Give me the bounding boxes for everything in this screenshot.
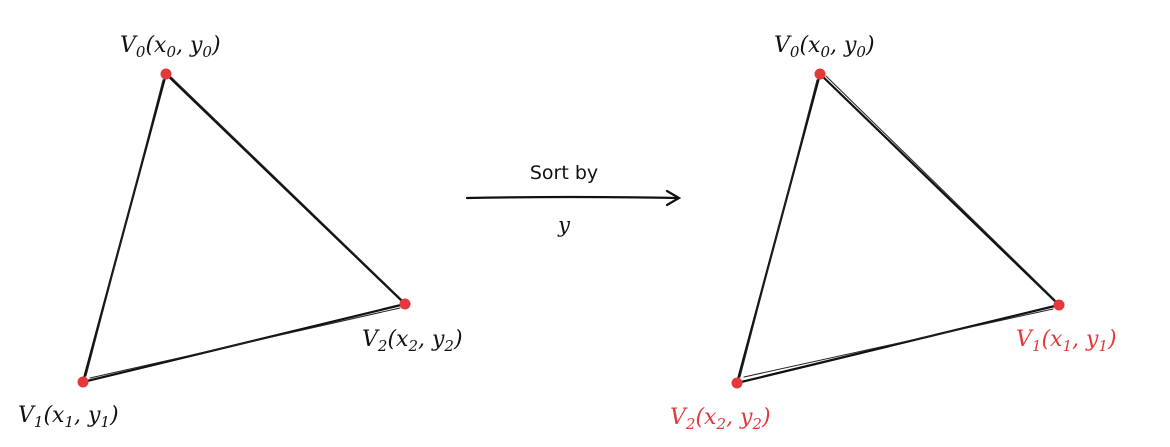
left-triangle: V0(x0, y0) V1(x1, y1) V2(x2, y2) (18, 33, 463, 431)
left-label-v0: V0(x0, y0) (120, 33, 221, 61)
right-vertex-v0 (814, 68, 826, 80)
right-vertex-v2 (731, 377, 743, 389)
right-edge-v0-v2-sketch (739, 79, 818, 378)
right-edge-v1-v2 (735, 303, 1061, 385)
right-label-v2: V2(x2, y2) (670, 405, 771, 433)
right-label-v1: V1(x1, y1) (1016, 327, 1117, 355)
right-vertex-v1 (1053, 299, 1065, 311)
arrow-shaft (465, 195, 680, 200)
sort-arrow: Sort by y (465, 162, 682, 237)
right-edge-v0-v1 (818, 72, 1061, 307)
arrow-head (665, 189, 682, 207)
arrow-label-bottom: y (557, 213, 571, 237)
right-triangle: V0(x0, y0) V1(x1, y1) V2(x2, y2) (670, 33, 1117, 433)
left-edge-v0-v2 (164, 72, 407, 306)
left-vertex-v0 (160, 68, 172, 80)
right-edge-v0-v1-sketch (825, 75, 1056, 301)
arrow-label-top: Sort by (530, 162, 598, 184)
left-edge-v0-v1-sketch (85, 79, 164, 377)
left-vertex-v2 (399, 298, 411, 310)
left-edge-v1-v2-sketch (89, 307, 401, 379)
right-label-v0: V0(x0, y0) (774, 33, 875, 61)
left-label-v2: V2(x2, y2) (362, 327, 463, 355)
left-edge-v0-v2-sketch (169, 75, 403, 301)
left-vertex-v1 (77, 376, 89, 388)
right-edge-v1-v2-sketch (743, 308, 1054, 378)
left-label-v1: V1(x1, y1) (18, 403, 119, 431)
